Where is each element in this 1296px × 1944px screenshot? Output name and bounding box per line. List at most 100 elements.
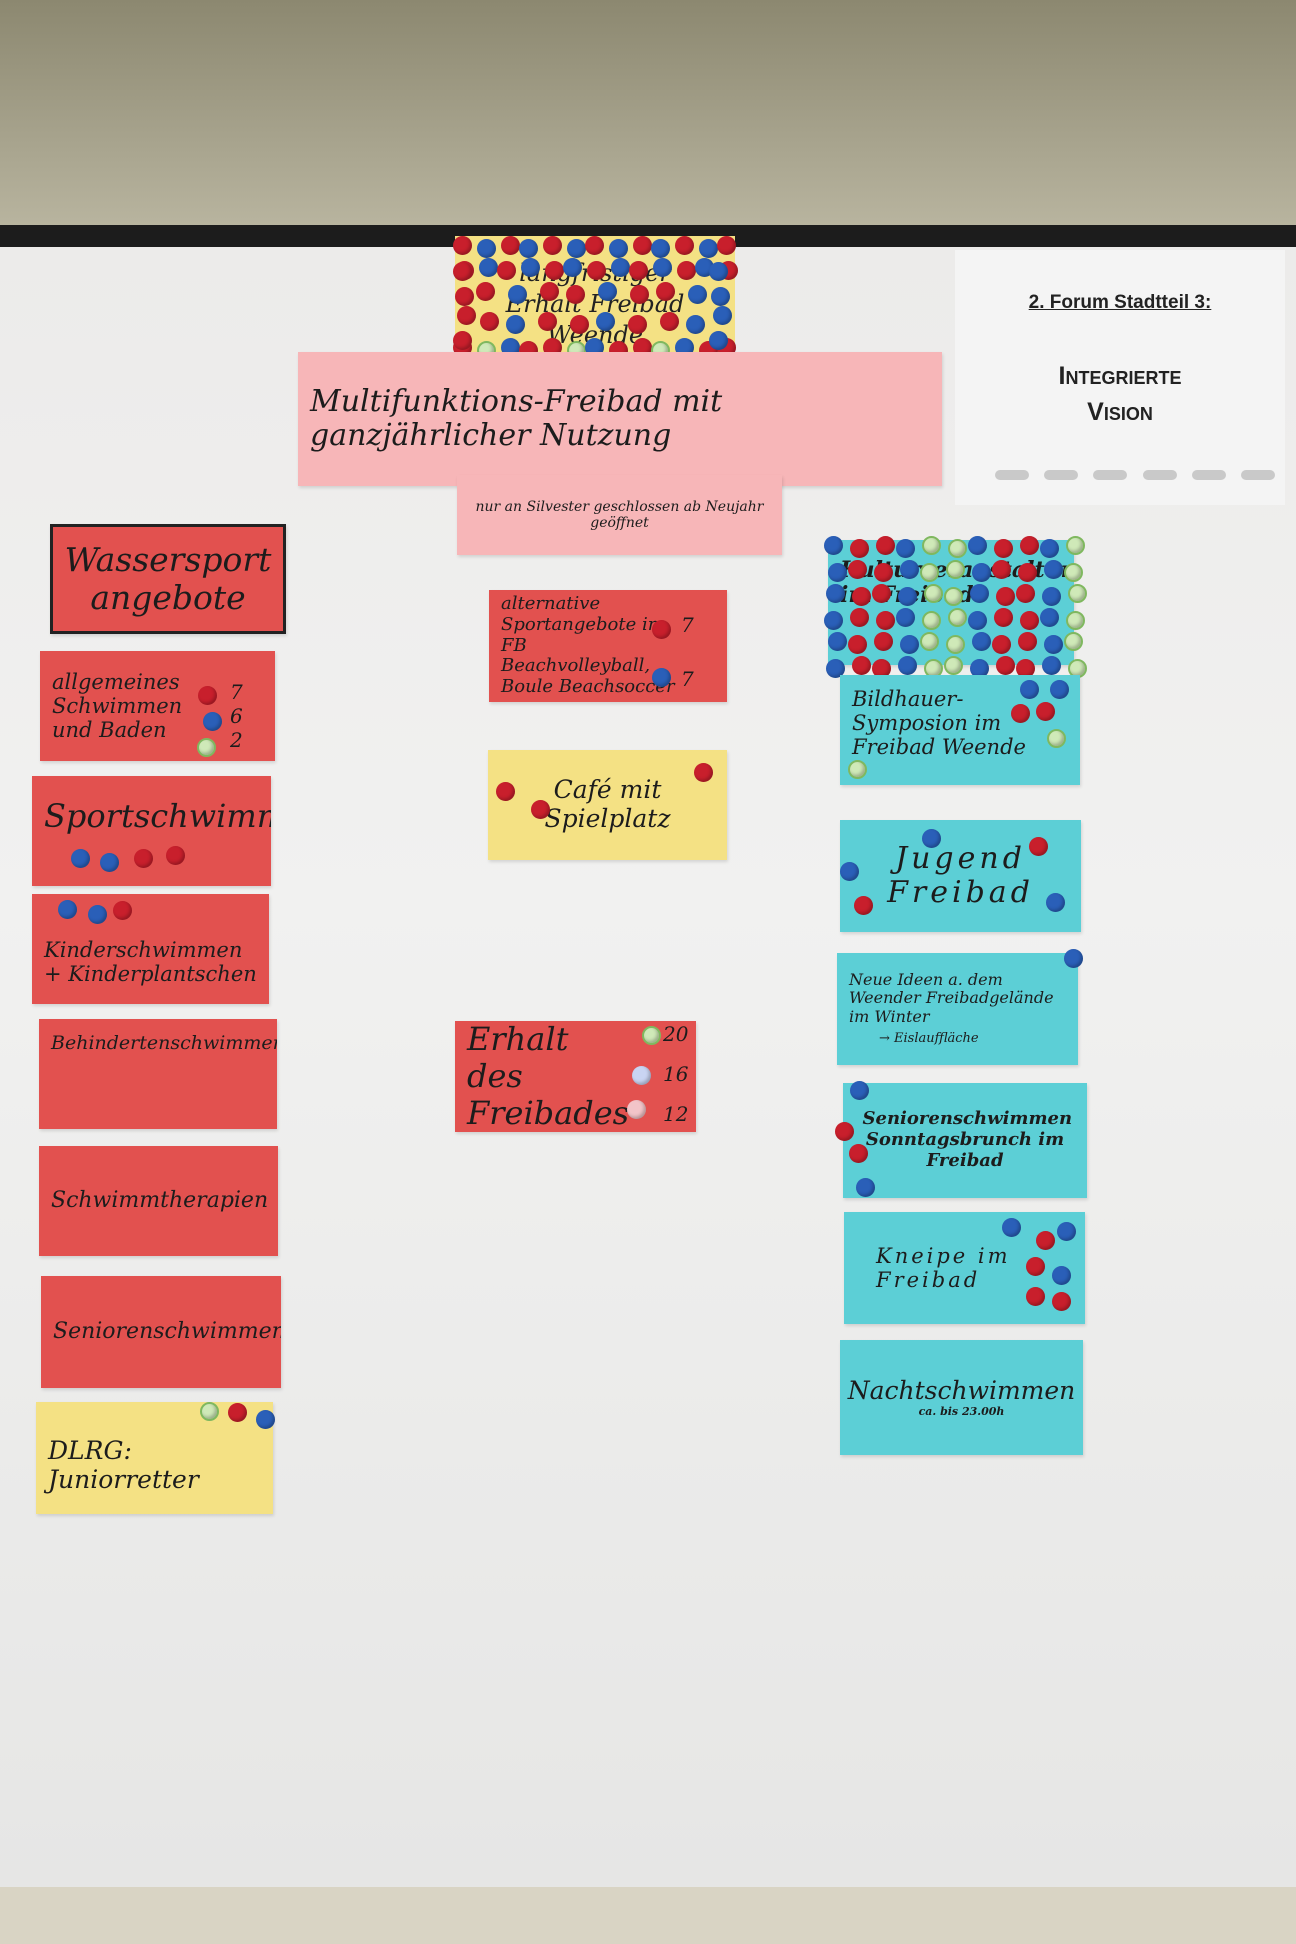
dot-sticker — [924, 584, 943, 603]
dot-sticker — [972, 563, 991, 582]
dot-sticker — [920, 563, 939, 582]
card-right-6: Kneipe im Freibad — [844, 1212, 1085, 1324]
card-right-4-text: Neue Ideen a. dem Weender Freibadgelände… — [849, 969, 1054, 1026]
red-dot-sticker — [496, 782, 515, 801]
card-main-text: Multifunktions-Freibad mit ganzjährliche… — [310, 383, 723, 453]
dot-sticker — [826, 659, 845, 678]
dot-sticker — [824, 536, 843, 555]
dot-sticker — [874, 632, 893, 651]
dot-sticker — [453, 236, 472, 255]
dot-sticker — [519, 239, 538, 258]
vote-count: 7 — [681, 613, 694, 637]
red-dot-sticker — [1026, 1257, 1045, 1276]
vote-count: 7 — [230, 680, 243, 704]
blue-dot-sticker — [850, 1081, 869, 1100]
dot-sticker — [872, 584, 891, 603]
dot-sticker — [1064, 632, 1083, 651]
dot-sticker — [972, 632, 991, 651]
blue-dot-sticker — [100, 853, 119, 872]
blue-dot-sticker — [88, 905, 107, 924]
dot-sticker — [994, 539, 1013, 558]
red-dot-sticker — [198, 686, 217, 705]
green-dot-sticker — [642, 1026, 661, 1045]
card-left-7-text: DLRG: Juniorretter — [48, 1436, 199, 1494]
card-right-6-text: Kneipe im Freibad — [876, 1243, 1011, 1292]
red-dot-sticker — [166, 846, 185, 865]
dot-sticker — [480, 312, 499, 331]
blue-dot-sticker — [1057, 1222, 1076, 1241]
dot-sticker — [1064, 563, 1083, 582]
dot-sticker — [1040, 608, 1059, 627]
green-dot-sticker — [197, 738, 216, 757]
card-mid-1-text: alternative Sportangebote im FB Beachvol… — [501, 593, 675, 698]
sponsor-logo — [1142, 470, 1177, 480]
card-left-header: Wassersport angebote — [50, 524, 286, 634]
dot-sticker — [968, 536, 987, 555]
red-dot-sticker — [849, 1144, 868, 1163]
dot-sticker — [453, 262, 472, 281]
card-right-7: Nachtschwimmen ca. bis 23.00h — [840, 1340, 1083, 1455]
dot-sticker — [850, 539, 869, 558]
dot-sticker — [850, 608, 869, 627]
dot-sticker — [876, 611, 895, 630]
card-right-2: Bildhauer-Symposion im Freibad Weende — [840, 675, 1080, 785]
dot-sticker — [970, 659, 989, 678]
dot-sticker — [567, 239, 586, 258]
card-right-2-text: Bildhauer-Symposion im Freibad Weende — [852, 687, 1026, 760]
card-left-1-text: allgemeines Schwimmen und Baden — [52, 669, 183, 743]
sponsor-logos — [995, 470, 1275, 484]
dot-sticker — [944, 587, 963, 606]
dot-sticker — [453, 331, 472, 350]
dot-sticker — [598, 282, 617, 301]
card-mid-2-text: Café mit Spielplatz — [544, 775, 671, 833]
dot-sticker — [457, 306, 476, 325]
card-sub-text: nur an Silvester geschlossen ab Neujahr … — [475, 498, 764, 531]
dot-sticker — [922, 611, 941, 630]
card-left-3-text: Kinderschwimmen + Kinderplantschen — [44, 937, 257, 986]
card-left-1: allgemeines Schwimmen und Baden 7 6 2 — [40, 651, 275, 761]
dot-sticker — [826, 584, 845, 603]
blue-dot-sticker — [1002, 1218, 1021, 1237]
dot-sticker — [948, 539, 967, 558]
dot-sticker — [900, 635, 919, 654]
dot-sticker — [675, 236, 694, 255]
forum-sign: 2. Forum Stadtteil 3: Integrierte Vision — [955, 250, 1285, 505]
vote-count: 2 — [230, 728, 243, 752]
dot-sticker — [828, 632, 847, 651]
card-left-4-text: Behindertenschwimmen — [51, 1032, 277, 1054]
dot-sticker — [1068, 584, 1087, 603]
dot-sticker — [970, 584, 989, 603]
dot-sticker — [711, 287, 730, 306]
card-right-7-note: ca. bis 23.00h — [918, 1404, 1005, 1418]
card-right-3-text: Jugend Freibad — [887, 840, 1034, 910]
dot-sticker — [1042, 587, 1061, 606]
dot-sticker — [1020, 611, 1039, 630]
blue-dot-sticker — [1064, 949, 1083, 968]
dot-sticker — [656, 282, 675, 301]
red-dot-sticker — [1026, 1287, 1045, 1306]
red-dot-sticker — [531, 800, 550, 819]
card-left-4: Behindertenschwimmen — [39, 1019, 277, 1129]
sponsor-logo — [1044, 470, 1079, 480]
blue-dot-sticker — [652, 668, 671, 687]
dot-sticker — [1040, 539, 1059, 558]
dot-sticker — [611, 258, 630, 277]
vote-count: 6 — [230, 704, 243, 728]
card-mid-2: Café mit Spielplatz — [488, 750, 727, 860]
blue-dot-sticker — [1046, 893, 1065, 912]
forum-heading: 2. Forum Stadtteil 3: — [1028, 292, 1212, 313]
light-blue-dot-sticker — [632, 1066, 651, 1085]
card-left-6: Seniorenschwimmen — [41, 1276, 281, 1388]
dot-sticker — [968, 611, 987, 630]
blue-dot-sticker — [256, 1410, 275, 1429]
dot-sticker — [570, 315, 589, 334]
dot-sticker — [992, 560, 1011, 579]
dot-sticker — [946, 560, 965, 579]
blue-dot-sticker — [58, 900, 77, 919]
dot-sticker — [566, 285, 585, 304]
blue-dot-sticker — [1020, 680, 1039, 699]
dot-sticker — [651, 239, 670, 258]
forum-title-line1: Integrierte — [1058, 362, 1182, 390]
card-right-5: Seniorenschwimmen Sonntagsbrunch im Frei… — [843, 1083, 1087, 1198]
blue-dot-sticker — [1052, 1266, 1071, 1285]
